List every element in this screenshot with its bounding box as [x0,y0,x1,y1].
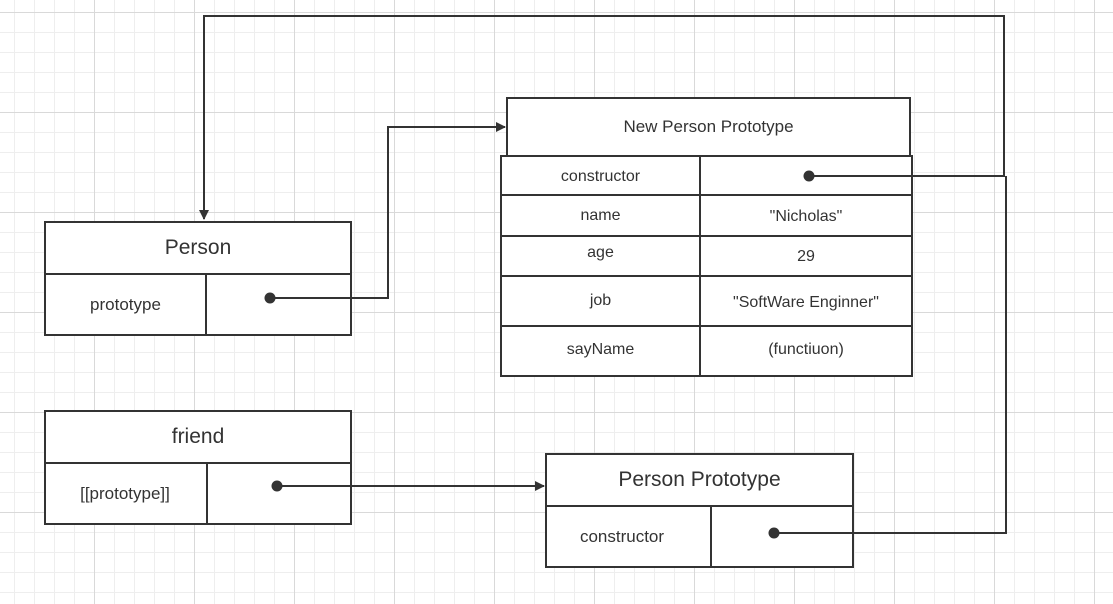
row-divider [502,194,911,196]
row-divider [502,325,911,327]
new-prototype-constructor-dot [803,170,815,182]
new-person-prototype-table[interactable]: constructor name "Nicholas" age 29 job "… [500,155,913,377]
person-divider [205,273,207,334]
person-prototype-label: prototype [90,294,161,314]
person-prototype-constructor-label: constructor [579,526,665,546]
row-key-age: age [587,244,614,261]
row-value-name: "Nicholas" [769,207,843,225]
row-divider [502,235,911,237]
new-person-prototype-title-box[interactable]: New Person Prototype [506,97,911,157]
row-key-job: job [589,292,612,309]
person-prototype-constructor-link [774,176,1007,534]
person-prototype-link [270,122,506,299]
friend-prototype-label: [[prototype]] [80,483,170,503]
person-prototype-dot [264,292,276,304]
row-divider [502,275,911,277]
row-key-sayname: sayName [566,341,635,358]
friend-divider [206,462,208,523]
person-prototype-divider [710,505,712,566]
new-prototype-constructor-link [199,15,1005,220]
person-prototype-constructor-dot [768,527,780,539]
friend-title: friend [46,412,350,464]
row-key-constructor: constructor [560,167,641,185]
person-prototype-title: Person Prototype [547,455,852,507]
friend-box[interactable]: friend [[prototype]] [44,410,352,525]
friend-prototype-dot [271,480,283,492]
table-divider [699,157,701,375]
row-value-age: 29 [797,248,815,265]
row-value-job: "SoftWare Enginner" [733,294,879,311]
new-person-prototype-title: New Person Prototype [623,117,794,136]
row-value-sayname: (functiuon) [768,341,844,358]
person-box[interactable]: Person prototype [44,221,352,336]
person-prototype-box[interactable]: Person Prototype constructor [545,453,854,568]
person-title: Person [46,223,350,275]
row-key-name: name [580,206,621,224]
